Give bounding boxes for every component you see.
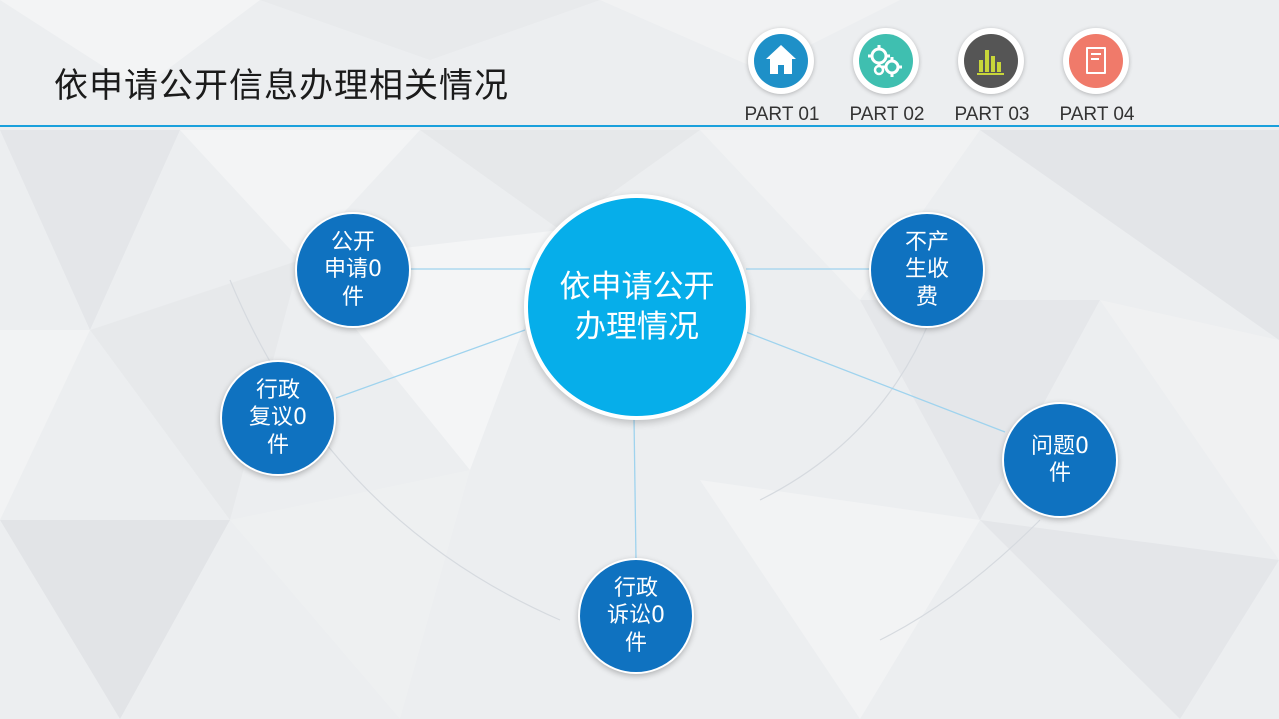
house-icon xyxy=(766,45,796,74)
node-label: 行政 诉讼0 件 xyxy=(607,575,665,656)
nav-badge xyxy=(748,28,814,94)
node-issues: 问题0 件 xyxy=(1002,402,1118,518)
bar-chart-icon xyxy=(977,50,1004,75)
nav-badge xyxy=(853,28,919,94)
page-title: 依申请公开信息办理相关情况 xyxy=(54,66,509,106)
node-application: 公开 申请0 件 xyxy=(295,212,411,328)
node-label: 行政 复议0 件 xyxy=(249,377,307,458)
nav-label: PART 01 xyxy=(744,104,820,125)
node-review: 行政 复议0 件 xyxy=(220,360,336,476)
nav-label: PART 02 xyxy=(849,104,925,125)
nav-badge xyxy=(1063,28,1129,94)
nav-badge xyxy=(958,28,1024,94)
nav-part-01[interactable]: PART 01 xyxy=(732,24,832,130)
nav-part-02[interactable]: PART 02 xyxy=(837,24,937,130)
node-label: 问题0 件 xyxy=(1031,433,1089,487)
connector-litigation xyxy=(633,417,637,561)
center-node-label: 依申请公开 办理情况 xyxy=(559,268,715,345)
node-litigation: 行政 诉讼0 件 xyxy=(578,558,694,674)
nav-label: PART 04 xyxy=(1059,104,1135,125)
node-fees: 不产 生收 费 xyxy=(869,212,985,328)
nav-label: PART 03 xyxy=(954,104,1030,125)
node-label: 公开 申请0 件 xyxy=(324,229,382,310)
center-node: 依申请公开 办理情况 xyxy=(524,194,750,420)
title-divider xyxy=(0,125,1279,127)
node-label: 不产 生收 费 xyxy=(904,229,949,310)
connector-issues xyxy=(745,331,1006,433)
nav-part-04[interactable]: PART 04 xyxy=(1047,24,1147,130)
connector-review xyxy=(335,329,526,399)
nav-part-03[interactable]: PART 03 xyxy=(942,24,1042,130)
notebook-icon xyxy=(1086,47,1106,74)
gears-icon xyxy=(868,45,902,77)
